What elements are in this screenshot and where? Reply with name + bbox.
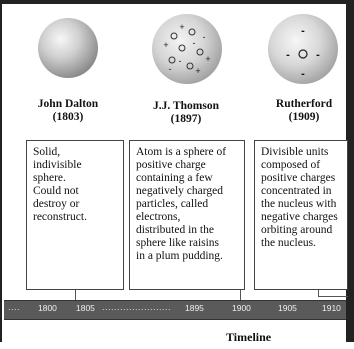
charge-label: - <box>169 64 172 74</box>
electron-label: - <box>316 49 320 61</box>
rutherford-connector-h <box>318 296 348 297</box>
electron-ring <box>169 57 175 63</box>
thomson-description: Atom is a sphere of positive charge cont… <box>129 140 245 290</box>
charge-label: - <box>193 38 196 48</box>
charge-label: - <box>203 32 206 42</box>
rutherford-charges: - - - - <box>268 14 338 84</box>
charge-label: + <box>163 40 168 50</box>
electron-ring <box>171 33 177 39</box>
thomson-charges: + - + - + - + - <box>152 14 222 84</box>
timeline-tick: 1900 <box>232 303 251 313</box>
thomson-connector <box>240 290 241 300</box>
timeline-tick: 1805 <box>76 303 95 313</box>
thomson-name: J.J. Thomson (1897) <box>136 100 236 126</box>
electron-label: - <box>301 25 305 37</box>
panel-edge-mark: ) <box>0 318 1 349</box>
timeline-tick: 1905 <box>278 303 297 313</box>
electron-ring <box>187 63 193 69</box>
rutherford-description: Divisible units composed of positive cha… <box>254 140 348 290</box>
dalton-sphere <box>38 18 98 78</box>
charge-label: + <box>195 66 200 76</box>
electron-label: - <box>286 49 290 61</box>
electron-ring <box>197 49 203 55</box>
timeline-title: Timeline <box>226 330 271 345</box>
timeline-dots-mid: ....................... <box>102 302 171 312</box>
dalton-description: Solid, indivisible sphere. Could not des… <box>26 140 124 290</box>
timeline-tick: 1910 <box>322 303 341 313</box>
nucleus <box>299 50 307 58</box>
timeline-dots-left: .... <box>8 302 20 312</box>
electron-label: - <box>301 68 305 80</box>
charge-label: - <box>179 56 182 66</box>
charge-label: + <box>205 54 210 64</box>
timeline-tick: 1800 <box>38 303 57 313</box>
electron-ring <box>179 45 185 51</box>
dalton-connector <box>75 290 76 300</box>
rutherford-name: Rutherford (1909) <box>254 98 354 124</box>
electron-ring <box>189 29 195 35</box>
dalton-name: John Dalton (1803) <box>18 98 118 124</box>
timeline-tick: 1895 <box>185 303 204 313</box>
charge-label: + <box>179 22 184 32</box>
